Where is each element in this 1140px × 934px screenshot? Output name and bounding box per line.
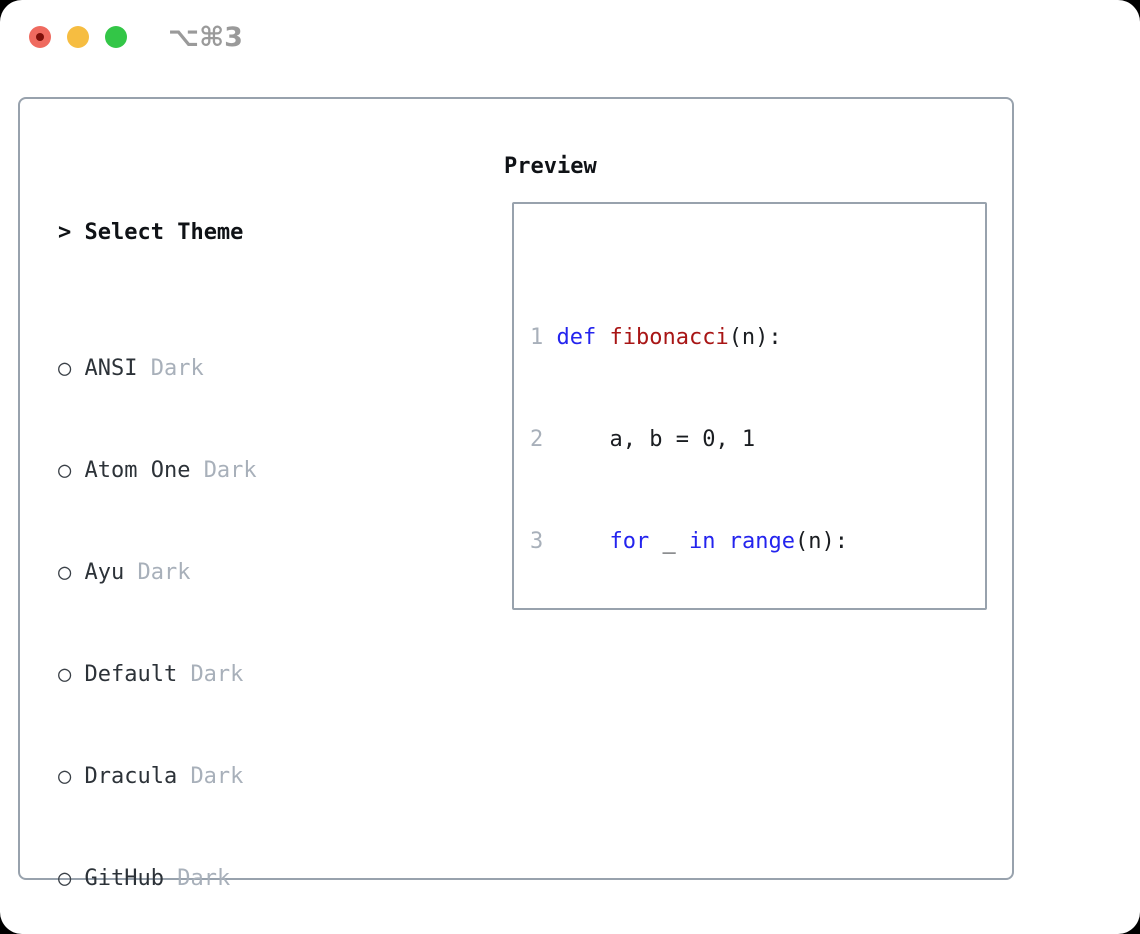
zoom-button[interactable]	[105, 26, 127, 48]
code-line-3: 3 for _ in range(n):	[530, 529, 848, 554]
window-title: ⌥⌘3	[168, 22, 243, 53]
radio-icon: ○	[58, 866, 72, 891]
line-number: 2	[530, 427, 544, 452]
close-button[interactable]	[29, 26, 51, 48]
code-line-1: 1 def fibonacci(n):	[530, 325, 782, 350]
line-number: 3	[530, 529, 544, 554]
radio-icon: ○	[58, 764, 72, 789]
unsaved-dot-icon	[36, 33, 44, 41]
radio-icon: ○	[58, 458, 72, 483]
cursor-icon: >	[58, 220, 72, 245]
radio-icon: ○	[58, 662, 72, 687]
code-line-2: 2 a, b = 0, 1	[530, 427, 756, 452]
titlebar: ⌥⌘3	[0, 0, 1140, 74]
line-number: 1	[530, 325, 544, 350]
traffic-lights	[29, 26, 127, 48]
radio-icon: ○	[58, 356, 72, 381]
radio-icon: ○	[58, 560, 72, 585]
select-theme-header: > Select Theme	[58, 216, 429, 250]
preview-title: Preview	[504, 154, 597, 179]
minimize-button[interactable]	[67, 26, 89, 48]
preview-pane: 1 def fibonacci(n): 2 a, b = 0, 1 3 for …	[512, 202, 987, 610]
header-label: Select Theme	[84, 220, 244, 245]
